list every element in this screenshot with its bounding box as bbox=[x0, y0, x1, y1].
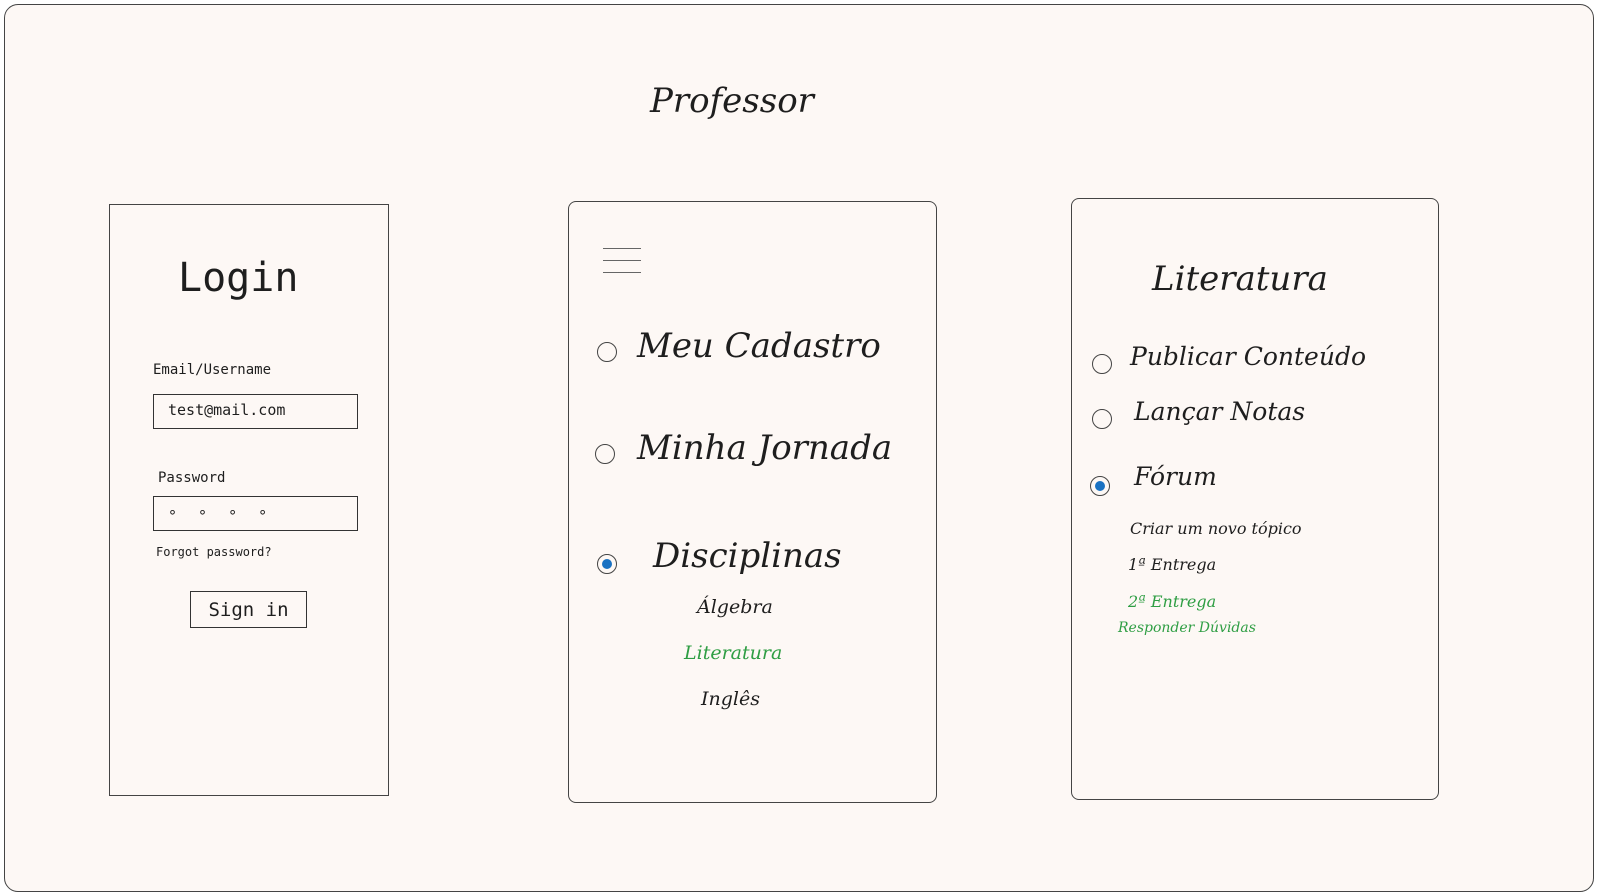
radio-disciplinas[interactable] bbox=[597, 554, 617, 574]
login-panel: Login Email/Username test@mail.com Passw… bbox=[109, 204, 389, 796]
subject-algebra[interactable]: Álgebra bbox=[697, 596, 773, 618]
literatura-panel: Literatura Publicar Conteúdo Lançar Nota… bbox=[1071, 198, 1439, 800]
menu-item-minha-jornada[interactable]: Minha Jornada bbox=[637, 428, 893, 468]
email-field[interactable]: test@mail.com bbox=[153, 394, 358, 429]
item-publicar-conteudo[interactable]: Publicar Conteúdo bbox=[1130, 342, 1366, 371]
subject-literatura[interactable]: Literatura bbox=[684, 642, 783, 664]
item-forum[interactable]: Fórum bbox=[1134, 462, 1217, 491]
forum-entrega-2[interactable]: 2ª Entrega bbox=[1128, 592, 1217, 611]
forum-entrega-1[interactable]: 1ª Entrega bbox=[1128, 555, 1217, 574]
canvas-frame: Professor Login Email/Username test@mail… bbox=[4, 4, 1594, 892]
radio-lancar-notas[interactable] bbox=[1092, 409, 1112, 429]
email-label: Email/Username bbox=[153, 362, 272, 378]
forgot-password-link[interactable]: Forgot password? bbox=[156, 545, 272, 559]
hamburger-menu-icon[interactable] bbox=[603, 248, 643, 280]
sign-in-button[interactable]: Sign in bbox=[190, 591, 307, 628]
radio-publicar-conteudo[interactable] bbox=[1092, 354, 1112, 374]
menu-item-disciplinas[interactable]: Disciplinas bbox=[653, 536, 842, 576]
forum-responder-duvidas[interactable]: Responder Dúvidas bbox=[1118, 620, 1256, 636]
subject-ingles[interactable]: Inglês bbox=[701, 688, 760, 710]
login-title: Login bbox=[178, 255, 299, 301]
radio-forum[interactable] bbox=[1090, 476, 1110, 496]
forum-new-topic[interactable]: Criar um novo tópico bbox=[1130, 519, 1302, 538]
literatura-title: Literatura bbox=[1152, 259, 1328, 299]
password-label: Password bbox=[158, 470, 226, 486]
radio-minha-jornada[interactable] bbox=[595, 444, 615, 464]
menu-item-meu-cadastro[interactable]: Meu Cadastro bbox=[637, 326, 881, 366]
radio-meu-cadastro[interactable] bbox=[597, 342, 617, 362]
page-title: Professor bbox=[650, 81, 814, 121]
password-field[interactable]: ∘ ∘ ∘ ∘ bbox=[153, 496, 358, 531]
item-lancar-notas[interactable]: Lançar Notas bbox=[1134, 397, 1306, 426]
menu-panel: Meu Cadastro Minha Jornada Disciplinas Á… bbox=[568, 201, 937, 803]
